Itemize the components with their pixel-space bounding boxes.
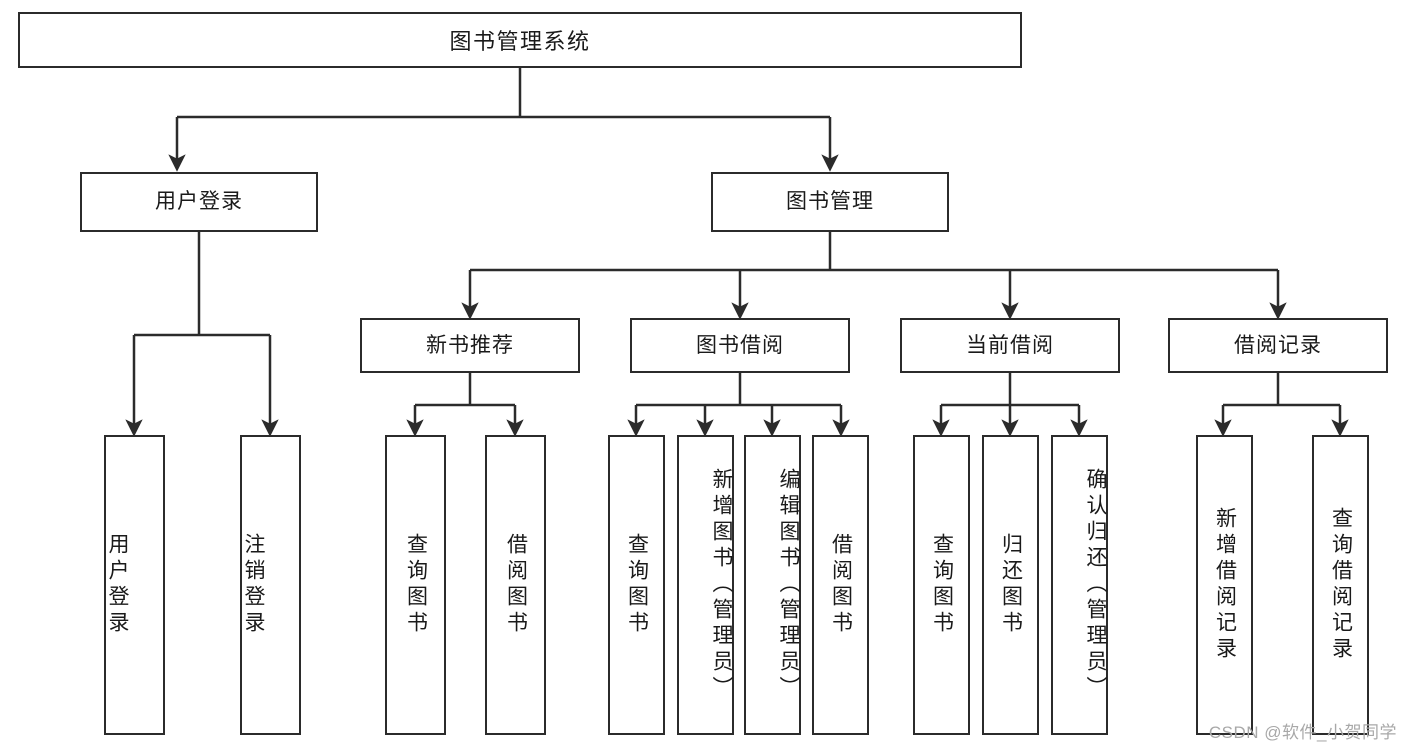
- leaf-logout[interactable]: 注销登录: [240, 435, 301, 735]
- leaf-query-book-current-label: 查询图书: [930, 533, 954, 637]
- leaf-query-book-new-label: 查询图书: [404, 533, 428, 637]
- node-borrow-record[interactable]: 借阅记录: [1168, 318, 1388, 373]
- node-new-book-recommend[interactable]: 新书推荐: [360, 318, 580, 373]
- leaf-add-borrow-record[interactable]: 新增借阅记录: [1196, 435, 1253, 735]
- node-current-borrow[interactable]: 当前借阅: [900, 318, 1120, 373]
- node-new-book-recommend-label: 新书推荐: [426, 333, 514, 357]
- leaf-edit-book-admin-label: 编辑图书（管理员）: [777, 468, 800, 702]
- leaf-borrow-book-new[interactable]: 借阅图书: [485, 435, 546, 735]
- node-book-borrow-label: 图书借阅: [696, 333, 784, 357]
- leaf-confirm-return-admin[interactable]: 确认归还（管理员）: [1051, 435, 1108, 735]
- leaf-edit-book-admin[interactable]: 编辑图书（管理员）: [744, 435, 801, 735]
- leaf-borrow-book-action-label: 借阅图书: [829, 533, 853, 637]
- node-book-management[interactable]: 图书管理: [711, 172, 949, 232]
- leaf-query-borrow-record-label: 查询借阅记录: [1329, 507, 1353, 663]
- leaf-user-login-label: 用户登录: [106, 533, 130, 637]
- node-root-label: 图书管理系统: [449, 29, 591, 54]
- node-user-login[interactable]: 用户登录: [80, 172, 318, 232]
- leaf-return-book[interactable]: 归还图书: [982, 435, 1039, 735]
- leaf-add-book-admin-label: 新增图书（管理员）: [710, 468, 733, 702]
- leaf-confirm-return-admin-label: 确认归还（管理员）: [1084, 468, 1107, 702]
- leaf-add-borrow-record-label: 新增借阅记录: [1213, 507, 1237, 663]
- node-borrow-record-label: 借阅记录: [1234, 333, 1322, 357]
- node-book-management-label: 图书管理: [786, 190, 874, 214]
- leaf-query-book-new[interactable]: 查询图书: [385, 435, 446, 735]
- leaf-query-book-borrow-label: 查询图书: [625, 533, 649, 637]
- leaf-return-book-label: 归还图书: [999, 533, 1023, 637]
- leaf-logout-label: 注销登录: [242, 533, 266, 637]
- node-current-borrow-label: 当前借阅: [966, 333, 1054, 357]
- leaf-query-borrow-record[interactable]: 查询借阅记录: [1312, 435, 1369, 735]
- leaf-add-book-admin[interactable]: 新增图书（管理员）: [677, 435, 734, 735]
- node-root-system[interactable]: 图书管理系统: [18, 12, 1022, 68]
- leaf-query-book-current[interactable]: 查询图书: [913, 435, 970, 735]
- node-book-borrow[interactable]: 图书借阅: [630, 318, 850, 373]
- leaf-borrow-book-new-label: 借阅图书: [504, 533, 528, 637]
- leaf-query-book-borrow[interactable]: 查询图书: [608, 435, 665, 735]
- node-user-login-label: 用户登录: [155, 190, 243, 214]
- leaf-borrow-book-action[interactable]: 借阅图书: [812, 435, 869, 735]
- leaf-user-login[interactable]: 用户登录: [104, 435, 165, 735]
